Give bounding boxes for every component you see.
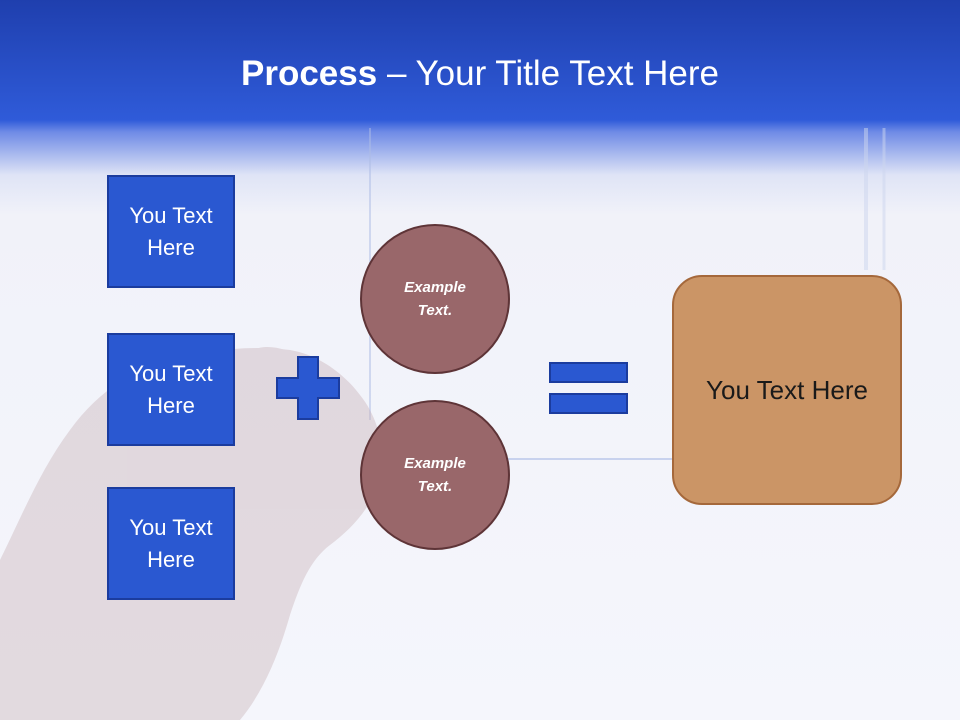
thumb-shape [243, 347, 302, 427]
plus-icon [276, 356, 340, 420]
input-box-2: You Text Here [107, 333, 235, 446]
equals-icon [549, 362, 628, 414]
title-rest: – Your Title Text Here [377, 54, 719, 93]
result-box: You Text Here [672, 275, 902, 505]
example-circle-2: Example Text. [360, 400, 510, 550]
equals-bar-bottom [549, 393, 628, 414]
input-box-1: You Text Here [107, 175, 235, 288]
input-box-3: You Text Here [107, 487, 235, 600]
example-circle-1: Example Text. [360, 224, 510, 374]
title-bold-word: Process [241, 54, 378, 93]
equals-bar-top [549, 362, 628, 383]
slide-title: Process – Your Title Text Here [0, 52, 960, 96]
